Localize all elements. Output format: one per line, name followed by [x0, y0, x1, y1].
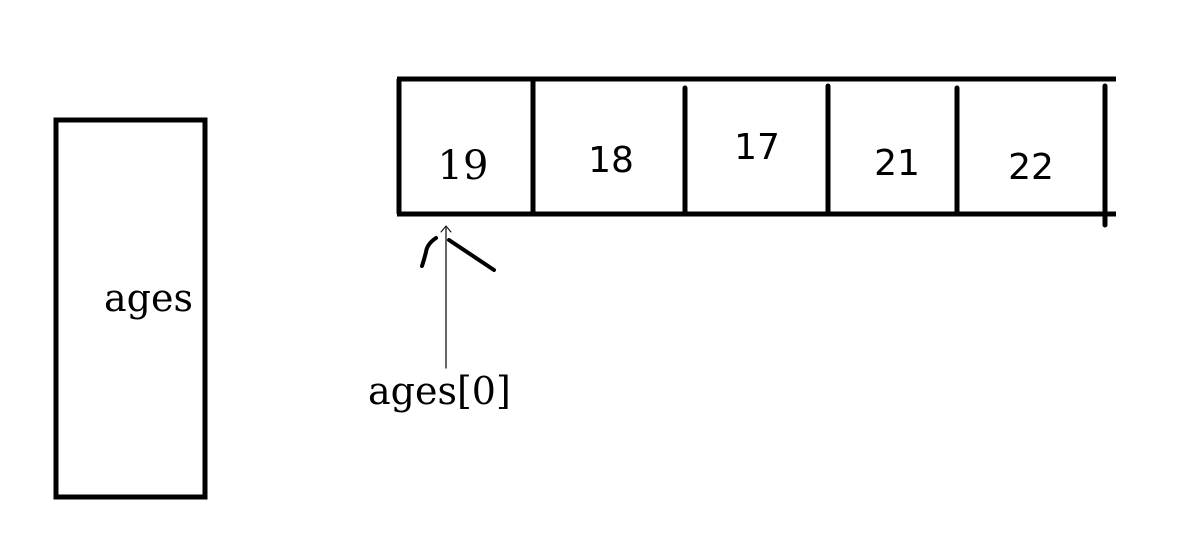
arrow-tip	[440, 225, 452, 233]
arrow-head-right-stroke	[447, 238, 496, 272]
variable-box	[53, 117, 208, 500]
array-outline	[396, 76, 1116, 217]
pointer-label: ages[0]	[368, 369, 511, 413]
arrow-head-left-stroke	[420, 236, 438, 268]
cell-dividers	[530, 78, 1108, 228]
array-cell-value-2: 17	[734, 127, 780, 168]
array-cell-value-1: 18	[588, 140, 634, 181]
pointer-arrow	[420, 225, 496, 369]
array-cell-value-3: 21	[874, 143, 920, 184]
array-cell-value-0: 19	[438, 143, 489, 189]
array-cell-value-4: 22	[1008, 147, 1054, 188]
variable-name: ages	[104, 276, 193, 320]
